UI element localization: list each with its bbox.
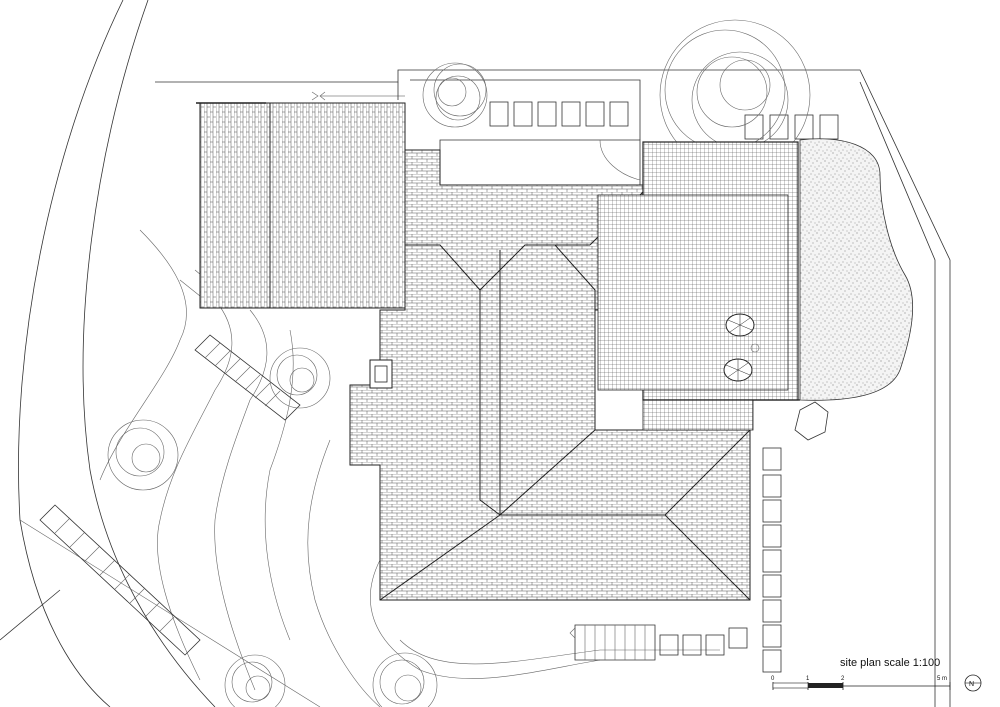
scale-tick-1: 1 — [806, 676, 810, 682]
tree-bottom-left — [224, 654, 286, 707]
stepping-stones-top — [489, 101, 839, 140]
property-boundary — [0, 69, 951, 707]
north-label: N — [969, 681, 974, 688]
tree-top-left — [422, 62, 488, 128]
terrain-contours — [99, 229, 720, 707]
skylight-upper — [725, 313, 760, 353]
lawn-area — [439, 139, 641, 186]
terrace-grid-roof — [597, 141, 800, 431]
roof-main-house — [349, 149, 751, 601]
tree-left — [107, 419, 179, 491]
entrance-arrow — [569, 627, 576, 639]
scale-bar — [772, 682, 951, 690]
garden-steps — [194, 334, 301, 421]
tree-bottom-center — [372, 652, 438, 707]
north-arrow-icon: N — [964, 674, 982, 692]
roof-west-wing — [196, 91, 406, 309]
stepping-stones-left — [39, 504, 201, 656]
skylight-lower — [723, 358, 753, 382]
scale-tick-5m: 5 m — [937, 676, 947, 682]
lower-steps — [574, 624, 748, 661]
tree-middle — [269, 347, 331, 409]
stepping-stones-right — [762, 447, 782, 673]
road-curves — [18, 0, 321, 707]
scale-tick-2: 2 — [841, 676, 845, 682]
gravel-bed — [799, 138, 914, 401]
scale-tick-0: 0 — [771, 676, 775, 682]
plan-title: site plan scale 1:100 — [840, 657, 940, 669]
garden-stone — [794, 401, 829, 441]
